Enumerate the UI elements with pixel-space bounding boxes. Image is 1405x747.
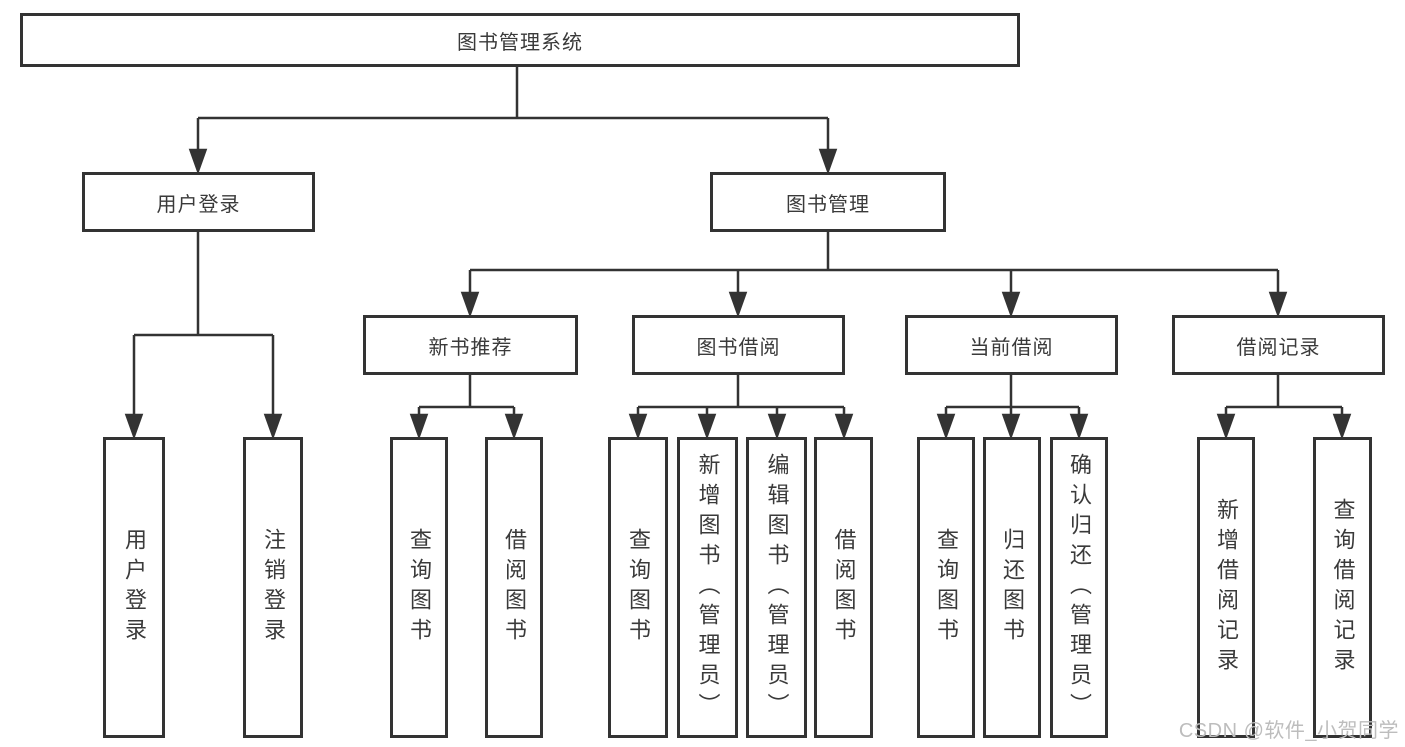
node-label: 借阅记录 — [1236, 336, 1321, 359]
connector-root-to-level2 — [188, 67, 838, 175]
node-book-management: 图书管理 — [710, 172, 946, 232]
arrowhead — [1332, 413, 1352, 440]
arrowhead — [409, 413, 429, 440]
node-label: 新增图书（管理员） — [695, 452, 721, 723]
node-leaf-query-books-borrowing: 查询图书 — [608, 437, 668, 738]
node-label: 注销登录 — [261, 527, 286, 648]
node-label: 新增借阅记录 — [1214, 497, 1239, 678]
node-label: 确认归还（管理员） — [1067, 452, 1092, 723]
arrowhead — [767, 413, 787, 440]
connector-book-management-to-level3 — [460, 232, 1288, 318]
node-label: 借阅图书 — [831, 527, 857, 648]
node-leaf-logout: 注销登录 — [243, 437, 303, 738]
arrowhead — [818, 148, 838, 175]
node-label: 图书借阅 — [696, 336, 781, 359]
arrowhead — [504, 413, 524, 440]
arrowhead — [1268, 291, 1288, 318]
node-borrowing-records: 借阅记录 — [1172, 315, 1385, 375]
node-leaf-confirm-return-admin: 确认归还（管理员） — [1050, 437, 1108, 738]
node-label: 用户登录 — [122, 527, 147, 648]
node-leaf-add-borrow-record: 新增借阅记录 — [1197, 437, 1255, 738]
connector-recommendation-to-leaves — [409, 375, 524, 440]
connector-borrowing-to-leaves — [628, 375, 854, 440]
node-leaf-query-borrow-record: 查询借阅记录 — [1313, 437, 1372, 738]
connector-user-login-to-leaves — [124, 232, 283, 440]
node-label: 编辑图书（管理员） — [764, 452, 790, 723]
node-label: 查询图书 — [407, 527, 432, 648]
node-leaf-user-login: 用户登录 — [103, 437, 165, 738]
arrowhead — [124, 413, 144, 440]
arrowhead — [728, 291, 748, 318]
node-leaf-return-books: 归还图书 — [983, 437, 1041, 738]
node-user-login: 用户登录 — [82, 172, 315, 232]
arrowhead — [697, 413, 717, 440]
node-label: 查询借阅记录 — [1330, 497, 1356, 678]
node-leaf-edit-books-admin: 编辑图书（管理员） — [746, 437, 807, 738]
node-label: 当前借阅 — [969, 336, 1054, 359]
node-leaf-borrow-books-recommend: 借阅图书 — [485, 437, 543, 738]
node-label: 查询图书 — [934, 527, 959, 648]
arrowhead — [628, 413, 648, 440]
arrowhead — [1001, 291, 1021, 318]
node-library-management-system: 图书管理系统 — [20, 13, 1020, 67]
node-label: 归还图书 — [1000, 527, 1025, 648]
node-leaf-borrow-books-borrowing: 借阅图书 — [814, 437, 873, 738]
node-leaf-add-books-admin: 新增图书（管理员） — [677, 437, 738, 738]
arrowhead — [460, 291, 480, 318]
node-label: 图书管理系统 — [457, 31, 583, 54]
node-leaf-query-books-current: 查询图书 — [917, 437, 975, 738]
node-label: 借阅图书 — [502, 527, 527, 648]
node-label: 用户登录 — [156, 193, 241, 216]
node-label: 图书管理 — [786, 193, 870, 216]
node-current-borrowing: 当前借阅 — [905, 315, 1118, 375]
arrowhead — [1216, 413, 1236, 440]
arrowhead — [1069, 413, 1089, 440]
connector-current-borrowing-to-leaves — [936, 375, 1089, 440]
arrowhead — [936, 413, 956, 440]
arrowhead — [834, 413, 854, 440]
connector-records-to-leaves — [1216, 375, 1352, 440]
node-label: 新书推荐 — [428, 336, 513, 359]
node-leaf-query-books-recommend: 查询图书 — [390, 437, 448, 738]
arrowhead — [1001, 413, 1021, 440]
node-book-borrowing: 图书借阅 — [632, 315, 845, 375]
node-new-book-recommendation: 新书推荐 — [363, 315, 578, 375]
arrowhead — [263, 413, 283, 440]
node-label: 查询图书 — [626, 527, 651, 648]
arrowhead — [188, 148, 208, 175]
